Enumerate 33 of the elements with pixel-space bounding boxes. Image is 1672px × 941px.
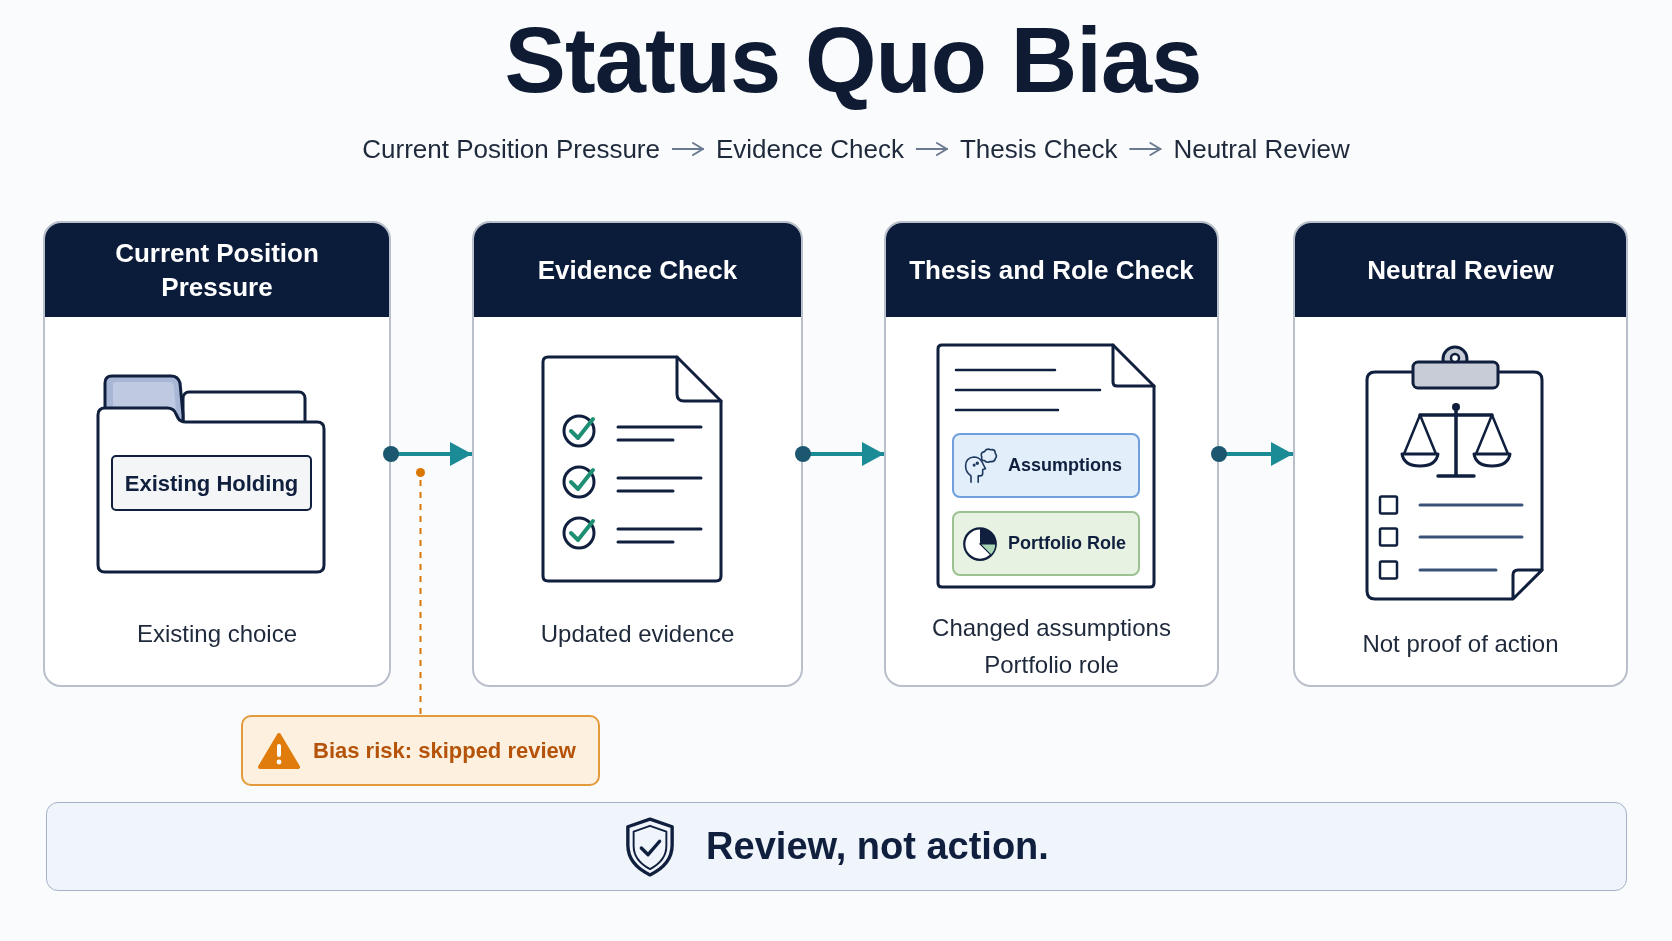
card-header: Evidence Check [474,223,801,317]
banner-text: Review, not action. [706,824,1049,869]
warning-callout [241,715,600,786]
card-caption: Not proof of action [1362,629,1559,659]
step-card [1293,221,1628,687]
arrow [795,442,884,466]
tag [952,511,1140,576]
tag-text: Assumptions [1008,454,1122,477]
card-caption: Changed assumptions [932,613,1171,643]
step-label: Current Position Pressure [350,132,672,166]
step-label: Thesis Check [947,132,1130,166]
card-caption: Portfolio role [984,650,1119,680]
step-card [472,221,803,687]
tag [952,433,1140,498]
arrow [914,142,949,156]
step-label: Neutral Review [1161,132,1362,166]
tag-text: Portfolio Role [1008,532,1126,555]
card-header: Current Position Pressure [45,223,389,317]
card-caption: Existing choice [136,619,298,649]
card-header: Thesis and Role Check [886,223,1217,317]
arrow [383,442,472,466]
step-label: Evidence Check [704,132,916,166]
arrow [1211,442,1293,466]
step-card [884,221,1219,687]
card-caption: Updated evidence [540,619,735,649]
label-plate: Existing Holding [111,455,312,511]
leader-line [419,477,422,715]
step-card [43,221,391,687]
arrow [671,142,705,156]
arrow [1128,142,1163,156]
summary-banner [46,802,1627,891]
callout-text: Bias risk: skipped review [313,737,576,765]
card-header: Neutral Review [1295,223,1626,317]
